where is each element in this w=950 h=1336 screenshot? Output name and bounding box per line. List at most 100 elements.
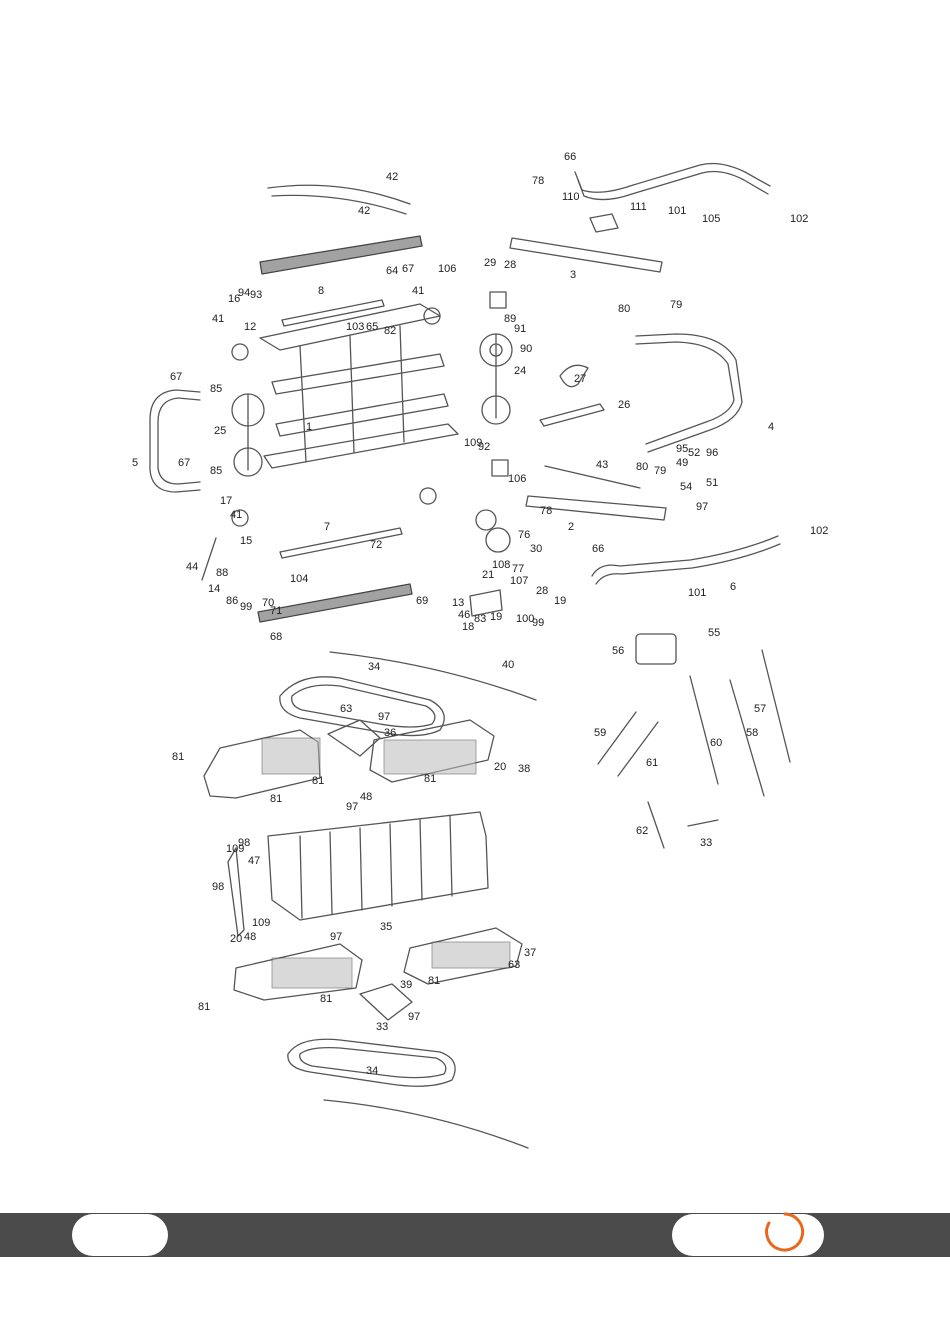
part-label: 51 (706, 477, 718, 489)
part-number-labels: 42 42 66 78 110 3 101 105 102 111 29 28 … (132, 151, 828, 1077)
part-label: 41 (230, 509, 242, 521)
part-label: 7 (324, 521, 330, 533)
part-label: 103 (346, 321, 364, 333)
part-label: 67 (402, 263, 414, 275)
part-label: 101 (668, 205, 686, 217)
wire-56 (761, 649, 791, 763)
part-label: 77 (512, 563, 524, 575)
part-label: 81 (198, 1001, 210, 1013)
part-label: 81 (172, 751, 184, 763)
part-label: 18 (462, 621, 474, 633)
part-label: 82 (384, 325, 396, 337)
part-label: 68 (270, 631, 282, 643)
rail-34-top (329, 651, 537, 701)
part-label: 97 (378, 711, 390, 723)
plate-40 (327, 719, 381, 757)
part-label: 61 (646, 757, 658, 769)
part-label: 37 (524, 947, 536, 959)
part-label: 21 (482, 569, 494, 581)
part-label: 41 (412, 285, 424, 297)
part-label: 88 (216, 567, 228, 579)
part-label: 26 (618, 399, 630, 411)
part-label: 89 (504, 313, 516, 325)
part-label: 69 (416, 595, 428, 607)
gear-30 (485, 527, 511, 553)
part-label: 109 (252, 917, 270, 929)
part-label: 62 (636, 825, 648, 837)
part-label: 111 (630, 201, 647, 213)
part-label: 56 (612, 645, 624, 657)
part-label: 40 (502, 659, 514, 671)
part-label: 42 (386, 171, 398, 183)
cover-37 (233, 943, 363, 1001)
handlebar-105 (574, 162, 771, 193)
part-label: 8 (318, 285, 324, 297)
part-label: 35 (380, 921, 392, 933)
part-label: 109 (226, 843, 244, 855)
part-label: 20 (230, 933, 242, 945)
part-label: 101 (688, 587, 706, 599)
part-label: 33 (700, 837, 712, 849)
console-55 (635, 633, 677, 665)
part-label: 79 (670, 299, 682, 311)
frame-rail-mid-2 (275, 393, 449, 437)
part-label: 5 (132, 457, 138, 469)
part-label: 20 (494, 761, 506, 773)
sensor-62 (687, 819, 719, 827)
part-label: 76 (518, 529, 530, 541)
part-label: 34 (368, 661, 380, 673)
part-label: 17 (220, 495, 232, 507)
part-label: 81 (320, 993, 332, 1005)
part-label: 60 (710, 737, 722, 749)
part-label: 106 (438, 263, 456, 275)
part-label: 104 (290, 573, 308, 585)
part-label: 97 (408, 1011, 420, 1023)
part-label: 4 (768, 421, 774, 433)
part-label: 97 (696, 501, 708, 513)
part-label: 63 (340, 703, 352, 715)
part-label: 93 (250, 289, 262, 301)
part-label: 81 (312, 775, 324, 787)
part-label: 55 (708, 627, 720, 639)
part-label: 72 (370, 539, 382, 551)
cover-36 (369, 719, 495, 783)
part-label: 19 (490, 611, 502, 623)
part-label: 12 (244, 321, 256, 333)
part-label: 42 (358, 205, 370, 217)
part-label: 36 (384, 727, 396, 739)
bar-3 (509, 237, 663, 273)
part-label: 99 (240, 601, 252, 613)
part-label: 86 (226, 595, 238, 607)
rod-43 (544, 465, 641, 489)
tube-60 (597, 711, 637, 765)
part-label: 71 (270, 605, 282, 617)
part-label: 70 (262, 597, 274, 609)
part-label: 48 (360, 791, 372, 803)
handlebar-6 (591, 535, 779, 577)
part-label: 6 (730, 581, 736, 593)
part-label: 102 (790, 213, 808, 225)
part-label: 48 (244, 931, 256, 943)
strip-26 (539, 403, 605, 427)
rail-42-top (267, 184, 411, 205)
part-label: 19 (554, 595, 566, 607)
handle-4 (635, 333, 743, 453)
part-label: 63 (508, 959, 520, 971)
footer-page-tab-left (72, 1214, 168, 1256)
part-label: 67 (178, 457, 190, 469)
part-label: 57 (754, 703, 766, 715)
part-label: 29 (484, 257, 496, 269)
plate-39 (359, 983, 413, 1021)
part-label: 91 (514, 323, 526, 335)
belt-33-bottom (287, 1038, 456, 1087)
part-label: 100 (516, 613, 534, 625)
part-label: 80 (618, 303, 630, 315)
part-label: 44 (186, 561, 198, 573)
part-label: 25 (214, 425, 226, 437)
part-label: 39 (400, 979, 412, 991)
part-label: 13 (452, 597, 464, 609)
slat-chain-bottom (257, 583, 413, 623)
part-label: 41 (212, 313, 224, 325)
part-label: 66 (592, 543, 604, 555)
